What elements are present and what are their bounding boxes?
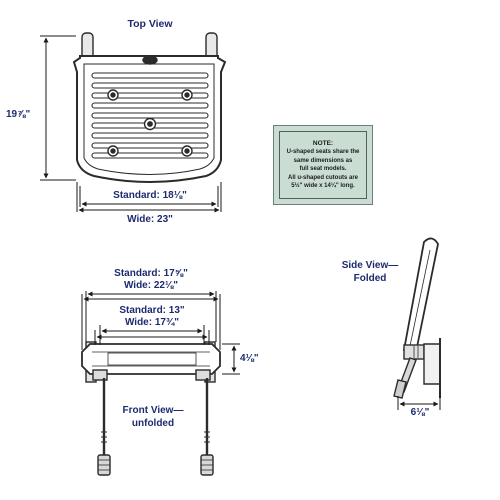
note-line: U-shaped seats share the (286, 149, 360, 156)
note-line: All u-shaped cutouts are (287, 174, 358, 181)
side-wall-bracket (423, 343, 441, 385)
note-line: full seat models. (299, 166, 347, 173)
note-line: same dimensions as (293, 157, 353, 164)
front-view-title-line2: unfolded (131, 418, 175, 429)
front-inner-wide-label: Wide: 17¾" (124, 317, 180, 328)
side-view-title-line2: Folded (353, 273, 387, 284)
front-thickness-label: 4⅛" (240, 353, 259, 364)
front-inner-standard-label: Standard: 13" (119, 305, 185, 316)
side-view-title-line1: Side View— (341, 260, 399, 271)
seat-logo-icon (142, 55, 158, 65)
note-line: 5½" wide x 14¼" long. (291, 183, 355, 190)
side-depth-label: 6⅛" (410, 407, 430, 418)
side-view-drawing (393, 237, 441, 399)
top-standard-label: Standard: 18⅛" (113, 190, 187, 201)
top-depth-label: 19⅞" (6, 109, 31, 120)
front-seat-slab (81, 343, 221, 375)
side-dimensions (397, 396, 441, 410)
top-wide-label: Wide: 23" (127, 214, 173, 225)
note-box: NOTE: U-shaped seats share the same dime… (273, 125, 373, 205)
top-bolt-icons (107, 89, 193, 157)
side-seat-panel (402, 237, 439, 354)
front-view-drawing (81, 341, 221, 476)
front-outer-standard-label: Standard: 17⅝" (114, 268, 188, 279)
top-dimensions (40, 35, 222, 213)
note-title: NOTE: (312, 140, 334, 148)
top-view-drawing (72, 32, 227, 183)
front-view-title-line1: Front View— (122, 405, 184, 416)
top-view-title: Top View (127, 18, 173, 30)
front-dimensions (81, 291, 240, 375)
front-outer-wide-label: Wide: 22⅛" (123, 280, 179, 291)
